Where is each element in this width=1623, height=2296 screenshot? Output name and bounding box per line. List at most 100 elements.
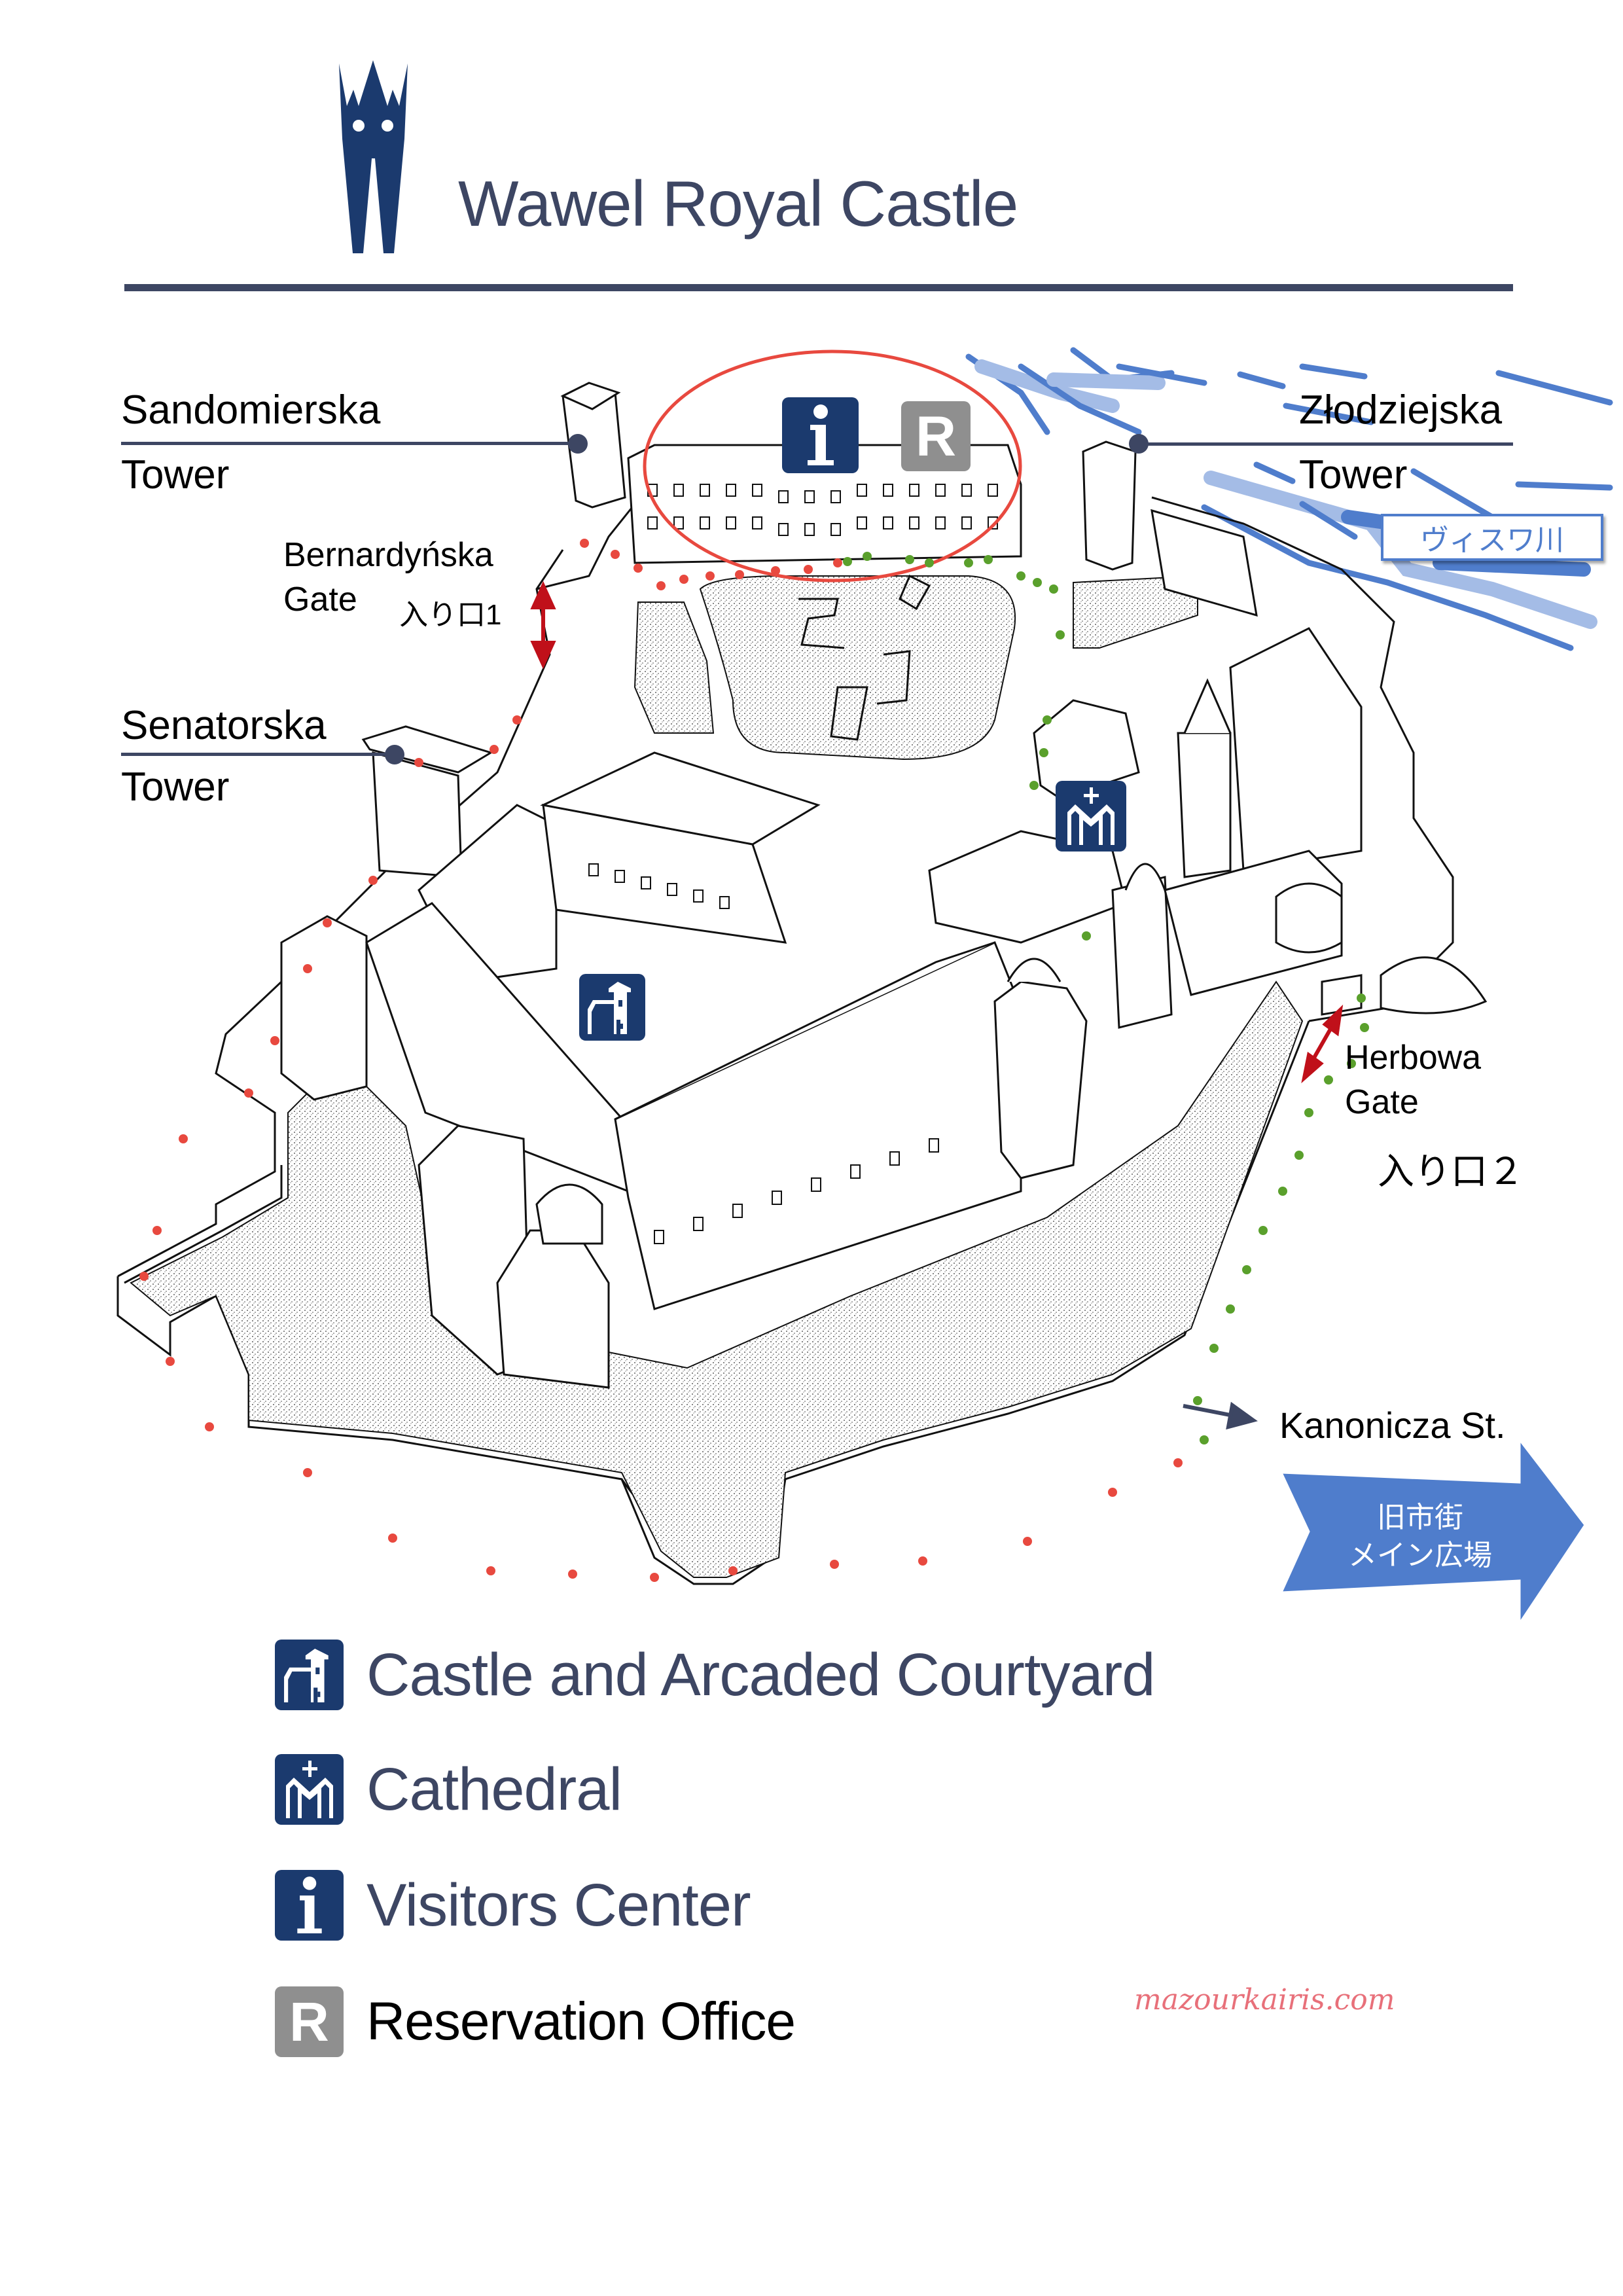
- green-route-dot: [984, 555, 993, 564]
- old-town-arrow-label[interactable]: 旧市街 メイン広場: [1335, 1499, 1505, 1575]
- green-route-dot: [1360, 1023, 1369, 1032]
- red-route-dot: [705, 571, 715, 581]
- green-route-dot: [1324, 1075, 1333, 1085]
- legend-item-cathedral: Cathedral: [275, 1754, 622, 1825]
- red-route-dot: [735, 570, 744, 579]
- herbowa-gate-label-line2: Gate: [1345, 1083, 1419, 1121]
- red-route-dot: [633, 564, 643, 573]
- red-route-dots: [139, 539, 1183, 1582]
- green-route-dot: [1200, 1435, 1209, 1444]
- green-route-dot: [1357, 994, 1366, 1003]
- visitors-area-highlight: [643, 350, 1022, 583]
- reservation-icon: R: [289, 1991, 329, 2053]
- red-route-dot: [414, 758, 423, 767]
- castle-courtyard-icon: [283, 1649, 329, 1703]
- legend-label: Castle and Arcaded Courtyard: [366, 1641, 1155, 1708]
- kanonicza-pointer-arrow: [1183, 1401, 1258, 1430]
- green-route-dot: [863, 552, 872, 561]
- green-route-dot: [1193, 1396, 1202, 1405]
- green-route-dot: [1033, 578, 1042, 587]
- red-route-dot: [804, 565, 813, 574]
- red-route-dot: [303, 964, 312, 973]
- green-route-dot: [964, 558, 973, 567]
- red-route-dot: [771, 566, 780, 575]
- green-route-dot: [905, 555, 914, 564]
- legend-label: Visitors Center: [366, 1871, 751, 1939]
- green-route-dot: [1056, 630, 1065, 639]
- legend-label: Reservation Office: [366, 1992, 796, 2051]
- cathedral-marker[interactable]: [1056, 781, 1126, 852]
- site-credit: mazourkairis.com: [1134, 1983, 1395, 2017]
- green-route-dot: [1039, 748, 1048, 757]
- green-route-dot: [1304, 1108, 1313, 1117]
- entrance-2-arrow: [1301, 1004, 1344, 1084]
- reservation-icon: R: [915, 404, 957, 468]
- legend-label: Cathedral: [366, 1755, 622, 1823]
- red-route-dot: [656, 581, 666, 590]
- window-details: [588, 484, 998, 1244]
- green-route-dot: [1029, 781, 1039, 790]
- green-route-dot: [1049, 584, 1058, 594]
- legend-item-castle: Castle and Arcaded Courtyard: [275, 1640, 1155, 1710]
- red-route-dot: [490, 745, 499, 754]
- green-route-dot: [1242, 1265, 1251, 1274]
- sandomierska-marker-dot: [568, 434, 588, 454]
- vistula-river: [965, 347, 1613, 651]
- red-route-dot: [270, 1036, 279, 1045]
- red-route-dot: [152, 1226, 162, 1235]
- green-route-dot: [1209, 1344, 1219, 1353]
- green-route-dot: [1294, 1151, 1304, 1160]
- paved-grounds: [130, 575, 1304, 1578]
- sandomierska-tower-label: Sandomierska: [121, 387, 381, 433]
- reservation-office-marker[interactable]: R: [901, 401, 971, 471]
- castle-buildings: [280, 382, 1488, 1389]
- senatorska-marker-dot: [385, 745, 404, 764]
- red-route-dot: [323, 918, 332, 927]
- castle-courtyard-icon: [587, 982, 631, 1034]
- red-route-dot: [728, 1566, 738, 1575]
- sandomierska-tower-label-line2: Tower: [121, 452, 230, 497]
- red-route-dot: [205, 1422, 214, 1431]
- red-route-dot: [512, 715, 522, 725]
- vistula-river-label: ヴィスワ川: [1381, 514, 1603, 561]
- red-route-dot: [388, 1534, 397, 1543]
- legend-castle-icon-box: [275, 1640, 344, 1710]
- green-route-dot: [1347, 1059, 1356, 1068]
- senatorska-tower-label-line2: Tower: [121, 764, 230, 810]
- red-route-dot: [918, 1556, 927, 1566]
- red-route-dot: [580, 539, 589, 548]
- visitors-center-marker[interactable]: [782, 397, 859, 473]
- zlodziejska-leader-line: [1139, 442, 1513, 446]
- green-route-dot: [1278, 1187, 1287, 1196]
- legend-item-reservation-office: R Reservation Office: [275, 1986, 796, 2057]
- green-route-dots: [843, 552, 1369, 1444]
- old-town-label-line2: メイン広場: [1348, 1539, 1492, 1572]
- red-route-dot: [611, 550, 620, 559]
- green-route-dot: [1226, 1304, 1235, 1314]
- entrance-2-label: 入り口２: [1378, 1151, 1524, 1192]
- senatorska-tower-label: Senatorska: [121, 703, 327, 748]
- castle-marker[interactable]: [579, 974, 645, 1041]
- legend-item-visitors-center: Visitors Center: [275, 1870, 751, 1941]
- page-title: Wawel Royal Castle: [458, 168, 1018, 240]
- green-route-dot: [843, 557, 852, 566]
- red-route-dot: [166, 1357, 175, 1366]
- bernardynska-gate-label: Bernardyńska: [283, 536, 493, 574]
- red-route-dot: [303, 1468, 312, 1477]
- green-route-dot: [1043, 715, 1052, 725]
- sandomierska-leader-line: [121, 442, 579, 445]
- red-route-dot: [486, 1566, 495, 1575]
- legend-cathedral-icon-box: [275, 1754, 344, 1825]
- info-icon: [296, 1876, 322, 1933]
- old-town-label-line1: 旧市街: [1377, 1501, 1463, 1534]
- green-route-dot: [925, 558, 934, 567]
- zlodziejska-tower-label-line2: Tower: [1299, 452, 1408, 497]
- legend-reservation-icon-box: R: [275, 1986, 344, 2057]
- red-route-dot: [179, 1134, 188, 1143]
- senatorska-leader-line: [121, 753, 393, 756]
- red-route-dot: [568, 1570, 577, 1579]
- cathedral-icon: [285, 1761, 333, 1818]
- green-route-dot: [1082, 931, 1091, 941]
- entrance-1-label: 入り口1: [399, 599, 502, 631]
- info-icon: [807, 404, 834, 465]
